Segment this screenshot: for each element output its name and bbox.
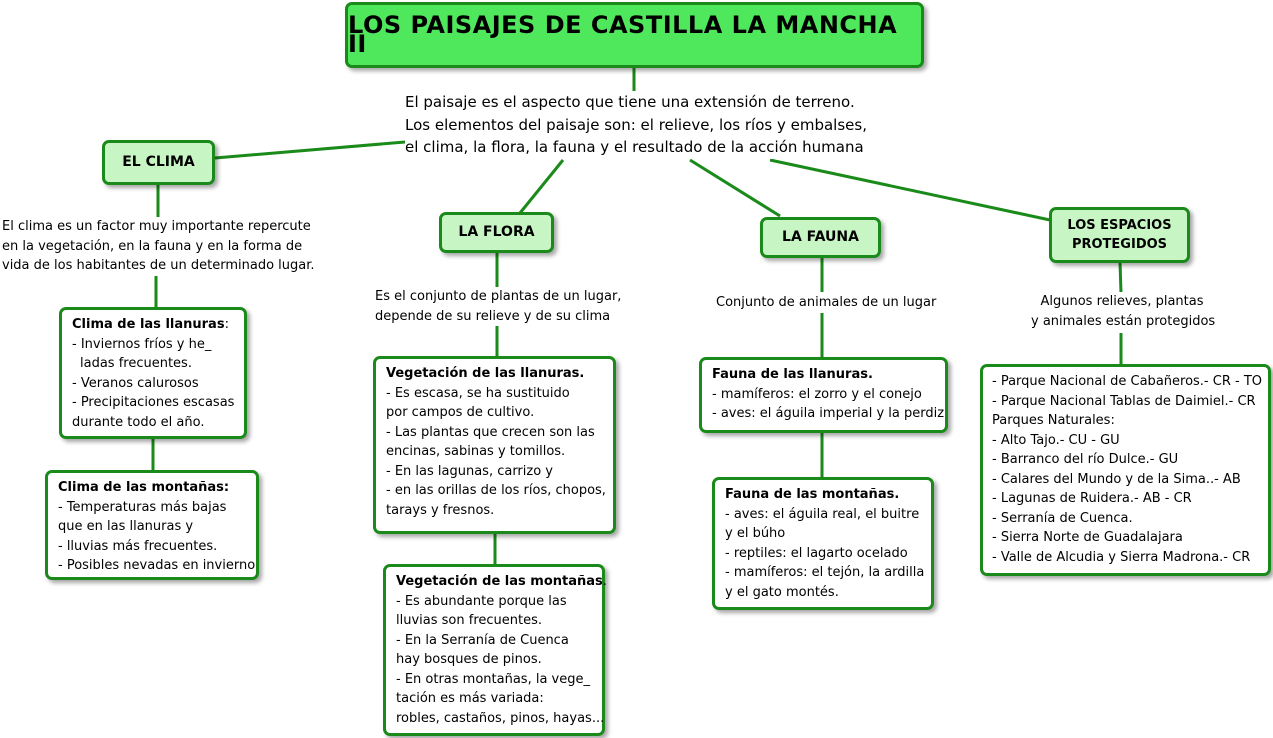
fauna-montanas-line: y el gato montés. bbox=[725, 584, 839, 600]
espacios-lista-box: - Parque Nacional de Cabañeros.- CR - TO… bbox=[980, 364, 1271, 576]
intro-line: El paisaje es el aspecto que tiene una e… bbox=[405, 93, 855, 111]
connector-intro-clima bbox=[214, 140, 406, 160]
espacios-lista-line: - Sierra Norte de Guadalajara bbox=[992, 530, 1183, 545]
espacios-lista-line: - Parque Nacional de Cabañeros.- CR - TO bbox=[992, 374, 1262, 389]
flora-llanuras-box: Vegetación de las llanuras. - Es escasa,… bbox=[373, 356, 616, 534]
fauna-llanuras-line: - aves: el águila imperial y la perdiz bbox=[712, 406, 945, 421]
flora-montanas-heading-suffix: . bbox=[602, 574, 607, 589]
fauna-montanas-line: y el búho bbox=[725, 526, 786, 541]
intro-text: El paisaje es el aspecto que tiene una e… bbox=[405, 91, 867, 159]
fauna-montanas-heading: Fauna de las montañas. bbox=[725, 487, 900, 502]
clima-llanuras-line: - Precipitaciones escasas bbox=[72, 395, 235, 410]
espacios-lista-line: - Serranía de Cuenca. bbox=[992, 510, 1133, 526]
clima-montanas-line: - Posibles nevadas en invierno bbox=[58, 558, 256, 573]
fauna-llanuras-line: - mamíferos: el zorro y el conejo bbox=[712, 386, 922, 402]
connector-intro-espacios bbox=[769, 158, 1051, 222]
flora-llanuras-line: - Las plantas que crecen son las bbox=[386, 424, 595, 440]
espacios-lista-line: - Calares del Mundo y de la Sima..- AB bbox=[992, 471, 1241, 487]
intro-line: el clima, la flora, la fauna y el result… bbox=[405, 138, 864, 156]
espacios-description-line: Algunos relieves, plantas bbox=[1040, 294, 1204, 309]
clima-llanuras-line: ladas frecuentes. bbox=[80, 356, 192, 371]
flora-montanas-line: - En otras montañas, la vege_ bbox=[396, 671, 590, 687]
flora-montanas-line: - En la Serranía de Cuenca bbox=[396, 632, 569, 648]
fauna-description-line: Conjunto de animales de un lugar bbox=[716, 295, 937, 310]
clima-llanuras-box: Clima de las llanuras: - Inviernos fríos… bbox=[59, 307, 247, 439]
clima-montanas-line: - Temperaturas más bajas bbox=[58, 499, 227, 515]
flora-montanas-line: hay bosques de pinos. bbox=[396, 652, 542, 667]
fauna-description: Conjunto de animales de un lugar bbox=[716, 293, 937, 313]
flora-description-line: Es el conjunto de plantas de un lugar, bbox=[375, 289, 622, 304]
clima-llanuras-line: durante todo el año. bbox=[72, 414, 205, 430]
flora-montanas-box: Vegetación de las montañas. - Es abundan… bbox=[383, 564, 607, 736]
clima-montanas-line: que en las llanuras y bbox=[58, 519, 194, 534]
espacios-description: Algunos relieves, plantas y animales est… bbox=[1031, 292, 1216, 331]
espacios-lista-line: - Parque Nacional Tablas de Daimiel.- CR bbox=[992, 393, 1256, 409]
espacios-heading: LOS ESPACIOS PROTEGIDOS bbox=[1049, 207, 1190, 263]
flora-description-line: depende de su relieve y de su clima bbox=[375, 308, 611, 324]
espacios-lista-line: - Barranco del río Dulce.- GU bbox=[992, 452, 1179, 467]
clima-description-line: vida de los habitantes de un determinado… bbox=[2, 258, 315, 273]
connector-espacios-desc bbox=[1118, 261, 1123, 294]
fauna-heading: LA FAUNA bbox=[760, 217, 881, 258]
espacios-description-line: y animales están protegidos bbox=[1031, 313, 1216, 329]
fauna-montanas-line: - reptiles: el lagarto ocelado bbox=[725, 545, 908, 561]
flora-description: Es el conjunto de plantas de un lugar, d… bbox=[375, 287, 622, 326]
flora-montanas-heading: Vegetación de las montañas bbox=[396, 574, 603, 589]
clima-llanuras-heading: Clima de las llanuras bbox=[72, 317, 225, 332]
clima-description-line: en la vegetación, en la fauna y en la fo… bbox=[2, 238, 303, 254]
flora-montanas-line: lluvias son frecuentes. bbox=[396, 613, 542, 628]
flora-llanuras-line: - Es escasa, se ha sustituido bbox=[386, 385, 570, 401]
flora-heading: LA FLORA bbox=[439, 212, 554, 253]
main-title: LOS PAISAJES DE CASTILLA LA MANCHA II bbox=[345, 2, 924, 68]
flora-llanuras-heading: Vegetación de las llanuras. bbox=[386, 366, 585, 381]
main-title-text: LOS PAISAJES DE CASTILLA LA MANCHA II bbox=[348, 10, 898, 58]
flora-montanas-line: tación es más variada: bbox=[396, 691, 544, 706]
intro-line: Los elementos del paisaje son: el reliev… bbox=[405, 115, 867, 134]
fauna-montanas-line: - aves: el águila real, el buitre bbox=[725, 506, 920, 522]
clima-llanuras-line: - Veranos calurosos bbox=[72, 375, 199, 391]
flora-llanuras-line: encinas, sabinas y tomillos. bbox=[386, 444, 566, 459]
flora-montanas-line: robles, castaños, pinos, hayas... bbox=[396, 710, 605, 726]
connector-intro-fauna bbox=[689, 158, 781, 218]
clima-description: El clima es un factor muy importante rep… bbox=[2, 217, 315, 276]
clima-heading: EL CLIMA bbox=[102, 140, 215, 185]
clima-montanas-line: - lluvias más frecuentes. bbox=[58, 538, 218, 554]
espacios-lista-line: - Lagunas de Ruidera.- AB - CR bbox=[992, 491, 1192, 506]
espacios-lista-line: Parques Naturales: bbox=[992, 413, 1115, 428]
clima-description-line: El clima es un factor muy importante rep… bbox=[2, 219, 311, 234]
flora-llanuras-line: por campos de cultivo. bbox=[386, 405, 535, 420]
flora-llanuras-line: tarays y fresnos. bbox=[386, 502, 495, 518]
clima-montanas-heading: Clima de las montañas: bbox=[58, 480, 230, 495]
fauna-llanuras-box: Fauna de las llanuras. - mamíferos: el z… bbox=[699, 357, 948, 433]
fauna-montanas-line: - mamíferos: el tejón, la ardilla bbox=[725, 565, 925, 580]
espacios-lista-line: - Valle de Alcudia y Sierra Madrona.- CR bbox=[992, 549, 1251, 565]
flora-llanuras-line: - En las lagunas, carrizo y bbox=[386, 463, 553, 479]
clima-llanuras-heading-suffix: : bbox=[224, 317, 229, 332]
espacios-lista-line: - Alto Tajo.- CU - GU bbox=[992, 432, 1120, 448]
clima-montanas-box: Clima de las montañas: - Temperaturas má… bbox=[45, 470, 259, 580]
clima-llanuras-line: - Inviernos fríos y he_ bbox=[72, 336, 212, 352]
connector-intro-flora bbox=[518, 159, 565, 214]
flora-llanuras-line: - en las orillas de los ríos, chopos, bbox=[386, 483, 606, 498]
fauna-montanas-box: Fauna de las montañas. - aves: el águila… bbox=[712, 477, 934, 610]
flora-montanas-line: - Es abundante porque las bbox=[396, 593, 567, 609]
fauna-llanuras-heading: Fauna de las llanuras. bbox=[712, 367, 873, 382]
